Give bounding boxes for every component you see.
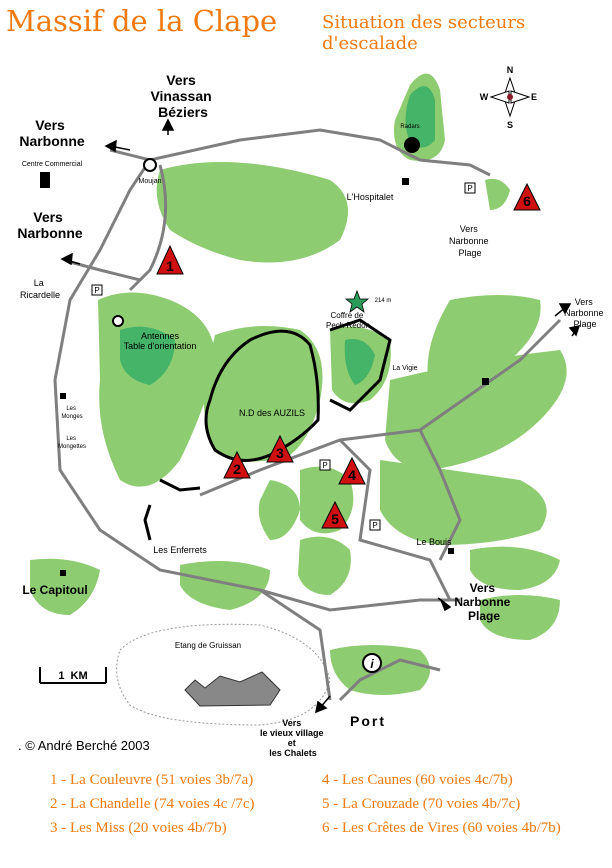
forest-core-areas	[120, 86, 435, 385]
label-hospitalet: L'Hospitalet	[347, 192, 394, 202]
label-moujan: Moujan	[139, 178, 162, 185]
label-nd-auzils: N.D des AUZILS	[239, 408, 305, 418]
radars-symbol	[404, 137, 420, 153]
sector-marker-4: 4	[338, 456, 366, 485]
label-narbonne-plage-e: Vers Narbonne Plage	[564, 297, 606, 329]
sector-number-2: 2	[233, 461, 241, 477]
sector-number-1: 1	[166, 258, 174, 274]
scale-label: 1 KM	[58, 670, 87, 682]
compass-n: N	[507, 65, 514, 75]
copyright: . © André Berché 2003	[18, 738, 150, 753]
legend-sector-6: 6 - Les Crêtes de Vires (60 voies 4b/7b)	[322, 820, 561, 836]
sector-markers: 1 2 3 4 5 6	[156, 182, 541, 529]
coffre-summit-symbol	[344, 289, 370, 313]
legend-sector-4: 4 - Les Caunes (60 voies 4c/7b)	[322, 772, 513, 788]
label-narbonne-2: Vers Narbonne	[17, 209, 83, 241]
sector-marker-5: 5	[321, 500, 349, 529]
label-narbonne-plage-s: Vers Narbonne Plage	[454, 581, 513, 623]
label-le-capitoul: Le Capitoul	[22, 583, 87, 597]
label-centre-commercial: Centre Commercial	[22, 161, 83, 168]
sector-number-5: 5	[331, 511, 339, 527]
map-subtitle: Situation des secteurs d'escalade	[322, 12, 526, 54]
sector-marker-1: 1	[156, 244, 184, 275]
label-etang: Etang de Gruissan	[175, 641, 241, 650]
label-les-enferrets: Les Enferrets	[153, 545, 207, 555]
label-ricardelle: La Ricardelle	[20, 278, 60, 300]
table-orientation-symbol	[112, 315, 124, 327]
label-vieux-village: Vers le vieux village et les Chalets	[260, 718, 326, 758]
moujan-roundabout	[143, 158, 157, 172]
compass-w: W	[480, 92, 489, 102]
etang-de-gruissan	[116, 623, 331, 726]
info-icon: i	[370, 657, 374, 671]
sector-marker-3: 3	[266, 434, 294, 463]
forest-areas	[30, 73, 567, 695]
legend-sector-5: 5 - La Crouzade (70 voies 4b/7c)	[322, 796, 521, 812]
label-coffre: Coffre de Pech Redon	[326, 311, 370, 330]
info-symbol	[362, 653, 382, 673]
compass-e: E	[531, 92, 537, 102]
sector-number-4: 4	[348, 467, 356, 483]
parking-icon: P	[322, 461, 327, 470]
scale-bar: 1 KM	[39, 667, 107, 684]
map-title: Massif de la Clape	[6, 4, 278, 38]
legend-sector-2: 2 - La Chandelle (74 voies 4c /7c)	[50, 796, 255, 812]
sector-number-3: 3	[276, 445, 284, 461]
parking-icon: P	[94, 286, 99, 295]
label-port: Port	[350, 713, 386, 729]
parking-icon: P	[467, 184, 472, 193]
parking-icons: P P P P	[91, 182, 476, 531]
label-la-vigie: La Vigie	[392, 365, 417, 372]
road-arrows	[60, 118, 581, 714]
label-narbonne-plage-ne: Vers Narbonne Plage	[449, 224, 491, 258]
place-symbols: i	[40, 137, 489, 673]
parking-icon: P	[372, 521, 377, 530]
legend-sector-1: 1 - La Couleuvre (51 voies 3b/7a)	[50, 772, 254, 788]
label-altitude: 214 m	[375, 298, 392, 304]
cliff-outlines	[143, 318, 392, 541]
label-le-bouis: Le Bouis	[416, 537, 452, 547]
sector-marker-2: 2	[223, 450, 251, 479]
label-narbonne-1: Vers Narbonne	[19, 117, 85, 149]
label-vinassan: Vers Vinassan Béziers	[150, 72, 215, 120]
legend-sector-3: 3 - Les Miss (20 voies 4b/7b)	[50, 820, 227, 836]
centre-commercial-symbol	[40, 172, 50, 188]
label-radars: Radars	[400, 124, 419, 130]
compass-rose: N S W E	[480, 65, 537, 130]
sector-marker-6: 6	[513, 182, 541, 211]
label-table-orientation: Table d'orientation	[124, 341, 197, 351]
sector-number-6: 6	[523, 193, 531, 209]
label-antennes: Antennes	[141, 331, 180, 341]
compass-s: S	[507, 120, 513, 130]
place-labels: Vers Vinassan Béziers Vers Narbonne Cent…	[17, 72, 606, 758]
massif-map: 1 2 3 4 5 6 N S W E i P P P P	[17, 65, 606, 758]
label-les-mongettes: Les Mongettes	[58, 436, 86, 450]
label-les-monges: Les Monges	[61, 406, 82, 420]
